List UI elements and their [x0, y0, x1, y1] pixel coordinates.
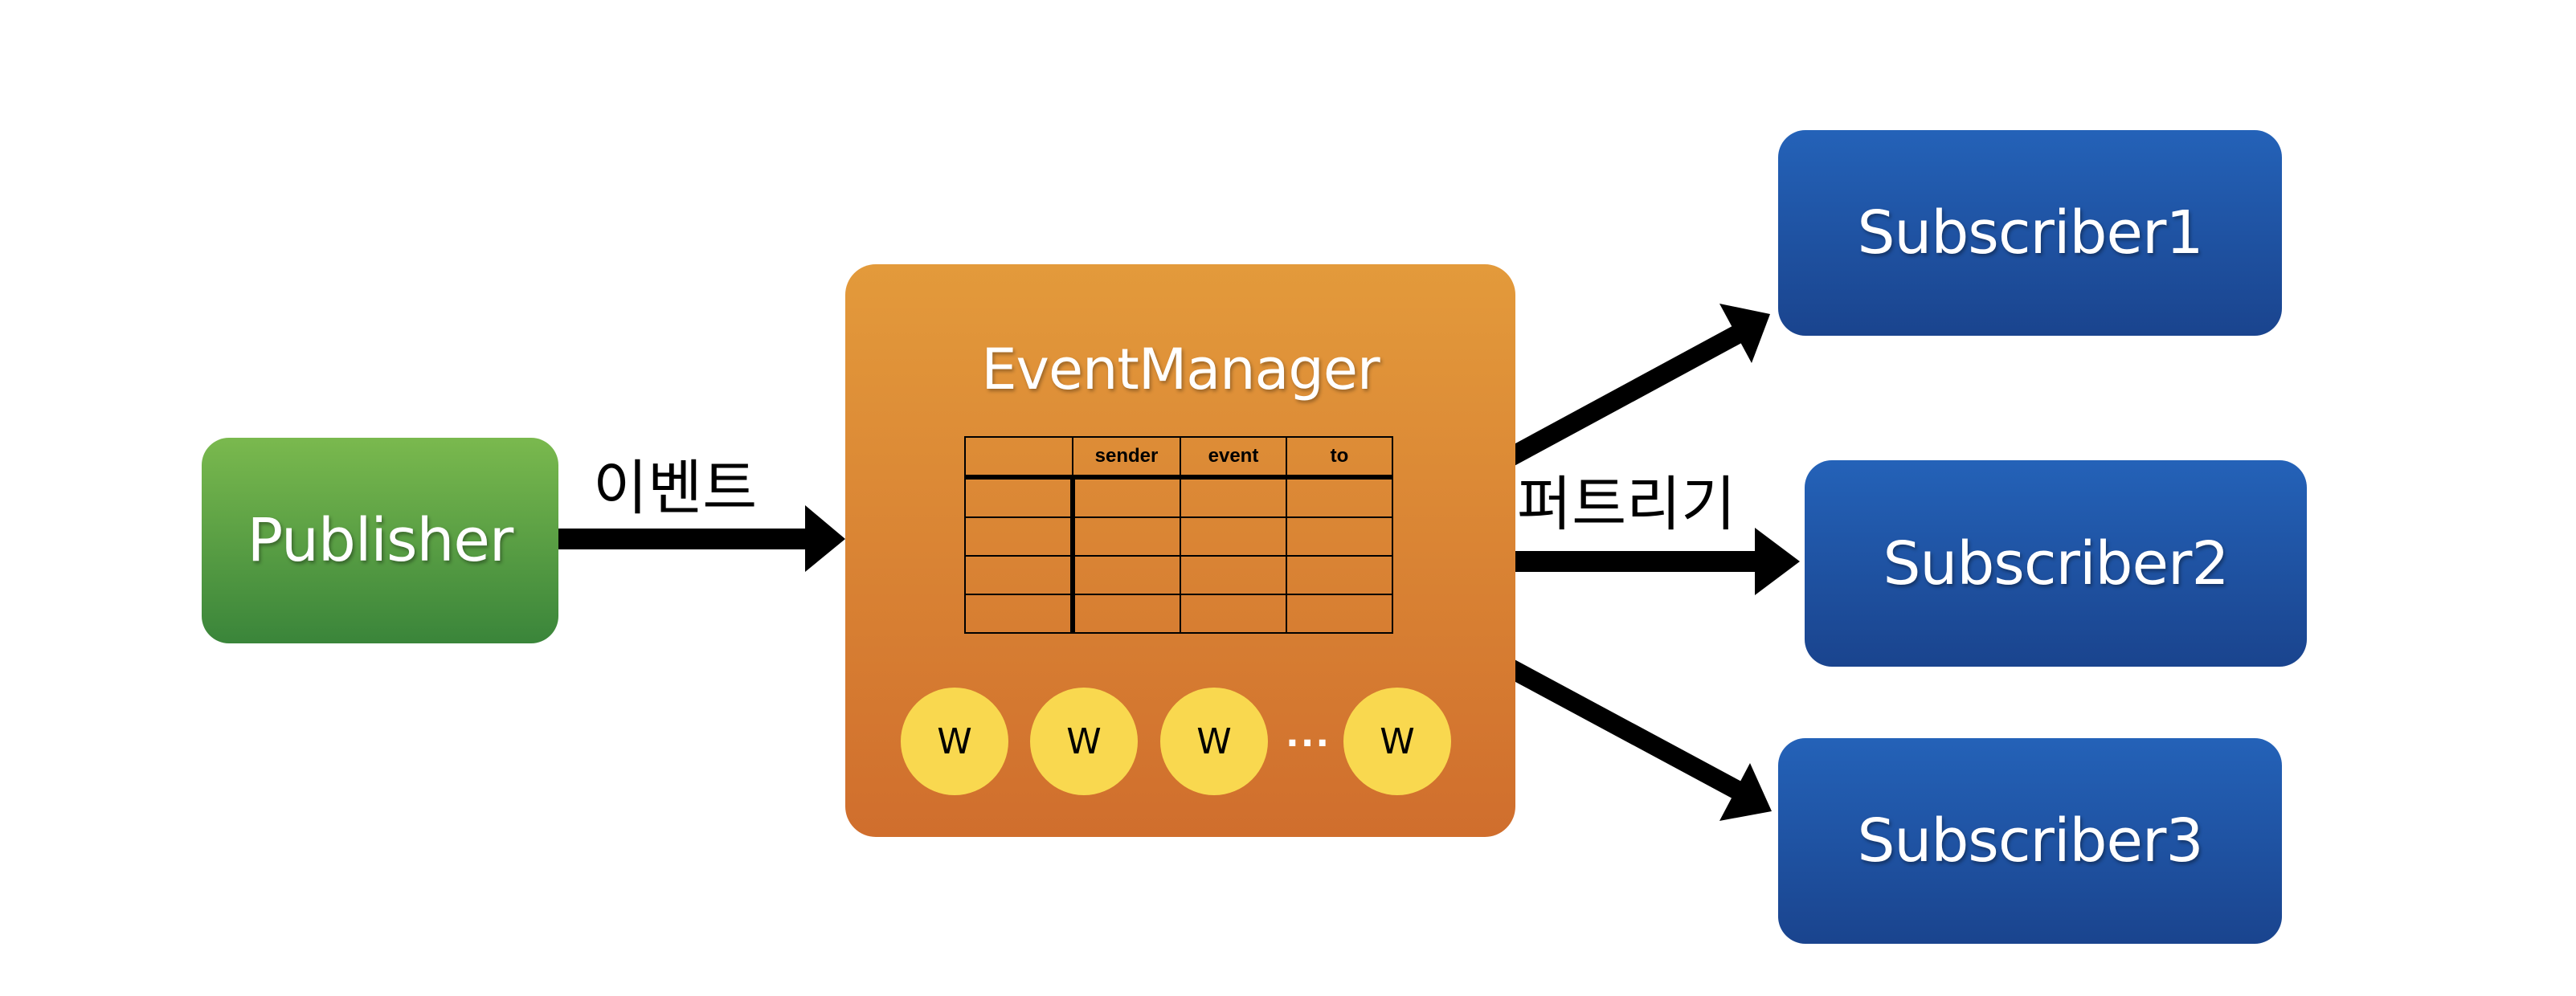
publisher-node: Publisher	[202, 438, 558, 643]
table-header-sender: sender	[1072, 436, 1181, 480]
arrow-eventmanager-to-subscriber3	[1504, 659, 1748, 802]
table-cell	[1180, 555, 1287, 595]
arrow-eventmanager-to-subscriber1	[1504, 322, 1748, 467]
publisher-label: Publisher	[247, 506, 514, 575]
table-row	[964, 594, 1393, 634]
worker-node: W	[1030, 688, 1138, 795]
event-edge-label: 이벤트	[593, 454, 758, 523]
event-manager-title: EventManager	[981, 337, 1380, 402]
table-cell	[1180, 594, 1287, 634]
worker-node: W	[1343, 688, 1451, 795]
subscriber1-label: Subscriber1	[1857, 198, 2203, 267]
ellipsis: ...	[1286, 714, 1331, 755]
subscription-table: sender event to	[964, 436, 1393, 634]
table-row	[964, 555, 1393, 595]
subscriber3-node: Subscriber3	[1778, 738, 2282, 944]
table-row	[964, 476, 1393, 518]
table-cell	[1286, 516, 1393, 557]
subscriber2-label: Subscriber2	[1883, 529, 2229, 598]
table-cell	[1286, 476, 1393, 518]
table-row	[964, 516, 1393, 557]
subscriber3-label: Subscriber3	[1857, 806, 2203, 876]
table-header-row: sender event to	[964, 436, 1393, 480]
table-cell	[964, 555, 1075, 595]
arrowhead-subscriber1	[1719, 304, 1770, 363]
table-cell	[964, 594, 1075, 634]
table-header-event: event	[1180, 436, 1287, 480]
table-cell	[1286, 555, 1393, 595]
table-cell	[1180, 476, 1287, 518]
subscriber2-node: Subscriber2	[1805, 460, 2307, 667]
table-cell	[964, 516, 1075, 557]
arrow-eventmanager-to-subscriber2	[1505, 528, 1800, 595]
arrow-publisher-to-eventmanager	[555, 505, 845, 572]
table-cell	[1072, 594, 1181, 634]
table-cell	[1072, 516, 1181, 557]
table-header-to: to	[1286, 436, 1393, 480]
table-cell	[1286, 594, 1393, 634]
table-cell	[1072, 476, 1181, 518]
table-header-cell	[964, 436, 1073, 480]
table-cell	[1180, 516, 1287, 557]
spread-edge-label: 퍼트리기	[1517, 470, 1736, 539]
table-cell	[964, 476, 1075, 518]
arrowhead-subscriber3	[1719, 763, 1772, 821]
worker-node: W	[901, 688, 1008, 795]
table-cell	[1072, 555, 1181, 595]
worker-node: W	[1160, 688, 1268, 795]
subscriber1-node: Subscriber1	[1778, 130, 2282, 336]
event-manager-node: EventManager sender event to	[845, 264, 1515, 837]
